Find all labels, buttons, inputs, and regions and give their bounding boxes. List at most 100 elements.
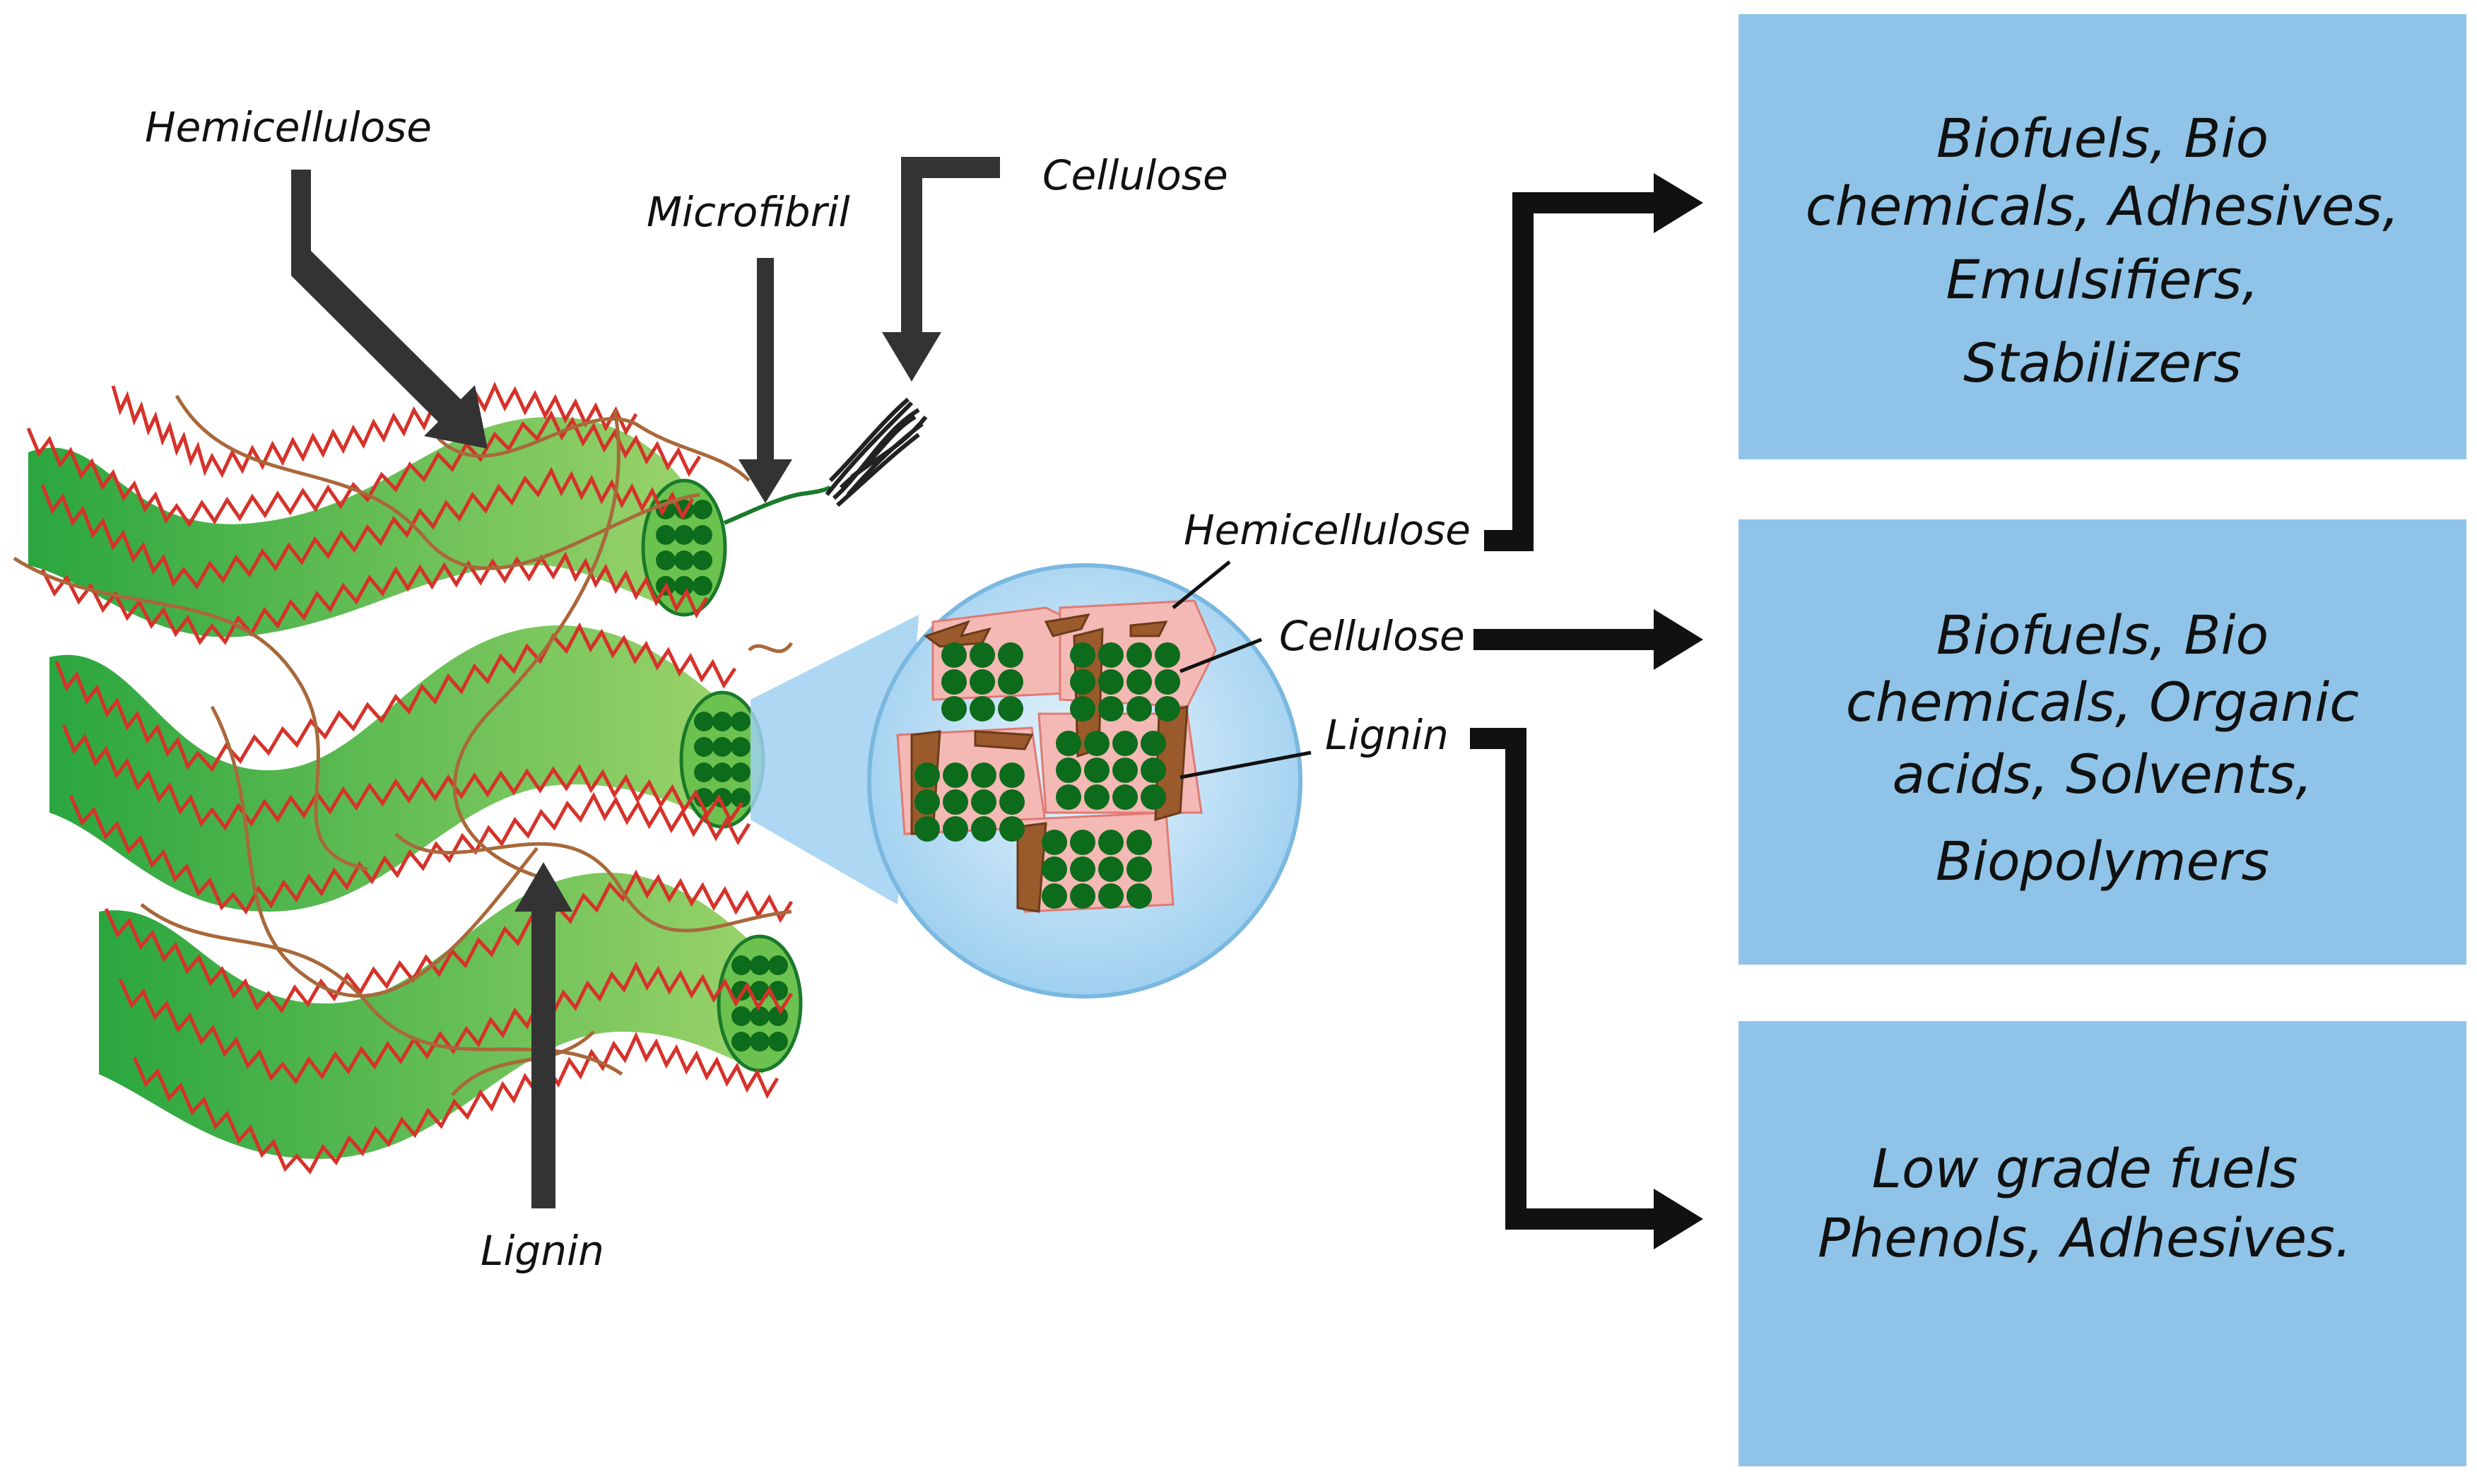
arrow-cellulose-top	[882, 157, 1000, 382]
product-box-hemicellulose: Biofuels, Bio chemicals, Adhesives, Emul…	[1738, 14, 2466, 459]
cellulose-dot	[731, 762, 751, 782]
cellulose-dot	[971, 816, 996, 842]
cellulose-dot	[712, 762, 732, 782]
leader-lines	[1172, 560, 1312, 779]
cellulose-dot	[1042, 856, 1067, 882]
cellulose-dot	[750, 955, 770, 975]
box1-line3: Emulsifiers,	[1946, 248, 2259, 311]
cellulose-dot	[674, 576, 694, 596]
label-cellulose-top: Cellulose	[1042, 151, 1228, 199]
hemicellulose-strand	[69, 791, 751, 915]
cellulose-dot	[1070, 669, 1095, 695]
hemicellulose-strands	[26, 381, 794, 1174]
cellulose-dot	[768, 955, 788, 975]
cellulose-dot	[693, 576, 712, 596]
cellulose-dot	[1098, 696, 1124, 722]
cellulose-dot	[712, 712, 732, 731]
cellulose-dot	[1126, 642, 1152, 668]
cellulose-dot	[998, 696, 1023, 722]
hemicellulose-strand	[54, 622, 737, 772]
box3-line2: Phenols, Adhesives.	[1818, 1206, 2352, 1269]
cellulose-dot	[674, 550, 694, 570]
label-hemicellulose-mid: Hemicellulose	[1184, 506, 1471, 554]
cellulose-dot	[914, 789, 940, 815]
cellulose-dot	[998, 642, 1023, 668]
cellulose-dot	[1098, 642, 1124, 668]
cellulose-dot	[971, 762, 996, 788]
arrow-hemicellulose-to-box1	[1484, 173, 1703, 551]
cellulose-dot	[1126, 830, 1152, 855]
cellulose-dot	[1084, 784, 1110, 810]
cellulose-dot	[1070, 830, 1095, 855]
cellulose-dot	[731, 1006, 751, 1026]
cellulose-dot	[1098, 883, 1124, 909]
cellulose-dot	[1141, 758, 1166, 783]
box1-line2: chemicals, Adhesives,	[1806, 175, 2400, 237]
cellulose-dot	[1126, 883, 1152, 909]
box3-line1: Low grade fuels	[1872, 1137, 2298, 1200]
cellulose-microfibril-grid	[914, 642, 1180, 909]
fiber-strand-top	[28, 417, 693, 637]
box1-line4: Stabilizers	[1963, 331, 2242, 394]
cellulose-dot	[674, 525, 694, 545]
cellulose-dot	[731, 1032, 751, 1052]
cellulose-dot	[731, 737, 751, 757]
cellulose-dot	[1070, 883, 1095, 909]
cellulose-dot	[1155, 696, 1180, 722]
box1-line1: Biofuels, Bio	[1936, 107, 2269, 170]
cellulose-dot	[971, 789, 996, 815]
box2-line2: chemicals, Organic	[1846, 671, 2359, 734]
box2-line3: acids, Solvents,	[1893, 743, 2313, 806]
cellulose-dot	[712, 737, 732, 757]
cellulose-dot	[1141, 731, 1166, 756]
cellulose-dot	[731, 712, 751, 731]
cellulose-dot	[998, 669, 1023, 695]
cellulose-dot	[768, 1006, 788, 1026]
hemicellulose-strand	[40, 466, 695, 590]
cellulose-dot	[999, 762, 1025, 788]
cellulose-dot	[693, 500, 712, 519]
cellulose-dot	[941, 642, 967, 668]
cellulose-dot	[1126, 696, 1152, 722]
arrow-lignin-to-box3	[1470, 728, 1703, 1249]
label-hemicellulose-top: Hemicellulose	[145, 103, 432, 151]
cellulose-dot	[970, 696, 995, 722]
label-microfibril: Microfibril	[647, 188, 850, 236]
cellulose-dot	[693, 550, 712, 570]
cellulose-dot	[1084, 731, 1110, 756]
cellulose-dot	[970, 642, 995, 668]
cellulose-dot	[1084, 758, 1110, 783]
product-box-cellulose: Biofuels, Bio chemicals, Organic acids, …	[1738, 519, 2466, 965]
hemicellulose-strand	[132, 1031, 779, 1174]
hemicellulose-strand	[26, 410, 702, 528]
magnification-view	[751, 563, 1302, 999]
fiber-strand-bottom	[99, 872, 763, 1159]
cellulose-dot	[1070, 696, 1095, 722]
cellulose-dot	[1155, 669, 1180, 695]
cellulose-dot	[943, 762, 968, 788]
cellulose-dot	[693, 525, 712, 545]
cellulose-dot	[999, 816, 1025, 842]
cellulose-dot	[1042, 830, 1067, 855]
arrow-microfibril	[739, 258, 792, 503]
cellulose-dot	[694, 762, 714, 782]
fiber-strand-middle	[49, 625, 728, 912]
arrow-lignin-bottom	[514, 862, 572, 1208]
cellulose-dot	[694, 712, 714, 731]
fiber-bundle	[13, 381, 803, 1174]
box2-line4: Biopolymers	[1936, 830, 2269, 893]
cellulose-dot	[656, 550, 676, 570]
cellulose-dot	[941, 669, 967, 695]
cellulose-dot	[1098, 830, 1124, 855]
cellulose-dot	[1098, 856, 1124, 882]
cellulose-dot	[1126, 669, 1152, 695]
cellulose-dot	[943, 816, 968, 842]
cellulose-dot	[731, 788, 751, 808]
cellulose-dot	[1112, 731, 1138, 756]
lignin-strands	[13, 394, 794, 1097]
cellulose-dot	[731, 955, 751, 975]
label-lignin-bottom: Lignin	[481, 1227, 604, 1275]
cellulose-dot	[1070, 856, 1095, 882]
arrow-cellulose-to-box2	[1473, 609, 1703, 670]
cellulose-dot	[1056, 758, 1081, 783]
